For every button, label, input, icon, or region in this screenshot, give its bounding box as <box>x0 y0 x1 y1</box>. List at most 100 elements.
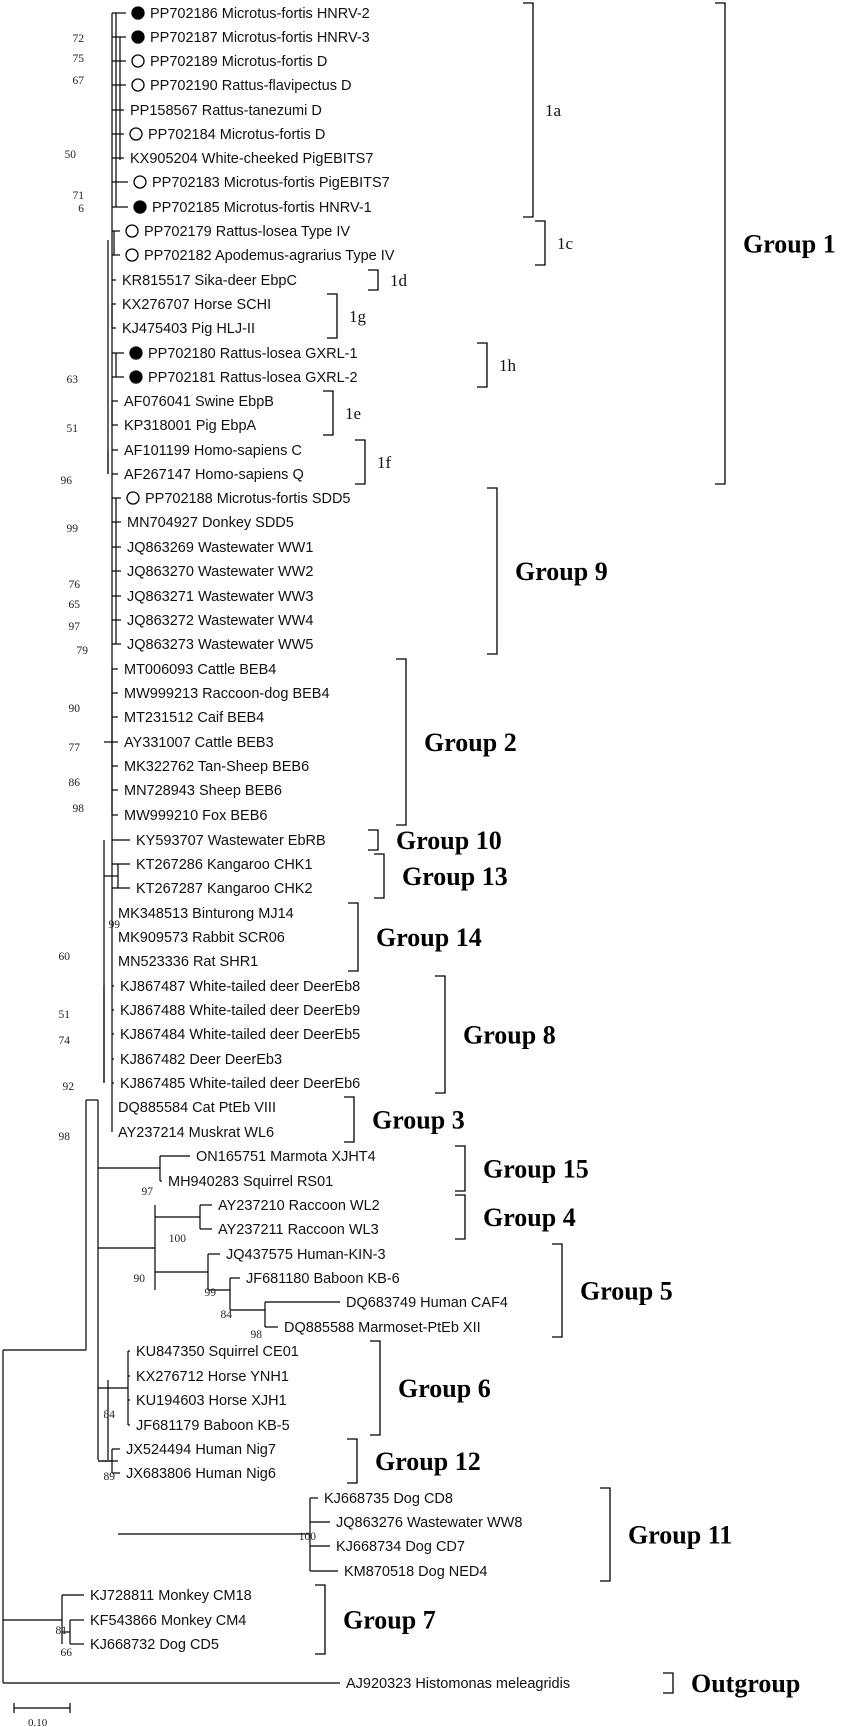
subclade-bracket <box>327 293 338 339</box>
leaf-label: JQ863270 Wastewater WW2 <box>127 564 313 580</box>
group-bracket <box>663 1672 674 1694</box>
leaf-label: KR815517 Sika-deer EbpC <box>122 273 297 289</box>
bootstrap-value: 76 <box>69 579 81 591</box>
bootstrap-value: 96 <box>61 475 73 487</box>
leaf-label: PP702184 Microtus-fortis D <box>148 127 325 143</box>
bootstrap-value: 51 <box>59 1009 71 1021</box>
leaf-label: KX905204 White-cheeked PigEBITS7 <box>130 151 373 167</box>
group-label: Group 2 <box>424 728 517 757</box>
bootstrap-value: 74 <box>59 1035 71 1047</box>
leaf-label: JQ863273 Wastewater WW5 <box>127 637 313 653</box>
leaf-label: PP702188 Microtus-fortis SDD5 <box>145 491 351 507</box>
bootstrap-value: 66 <box>61 1647 73 1659</box>
leaf-label: KF543866 Monkey CM4 <box>90 1613 246 1629</box>
subclade-label: 1d <box>390 271 408 290</box>
leaf-label: MT006093 Cattle BEB4 <box>124 662 276 678</box>
leaf-label: KJ668734 Dog CD7 <box>336 1539 465 1555</box>
bootstrap-value: 71 <box>73 190 85 202</box>
group-bracket <box>552 1243 563 1338</box>
bootstrap-values: 7275675071663519699766597799077869899605… <box>56 33 317 1659</box>
bootstrap-value: 89 <box>104 1471 116 1483</box>
bootstrap-value: 67 <box>73 75 85 87</box>
leaf-label: JQ863276 Wastewater WW8 <box>336 1515 522 1531</box>
group-bracket <box>315 1584 326 1655</box>
leaf-label: KU847350 Squirrel CE01 <box>136 1344 299 1360</box>
tree-branches <box>2 12 340 1684</box>
bootstrap-value: 81 <box>56 1625 68 1637</box>
leaf-label: PP158567 Rattus-tanezumi D <box>130 103 322 119</box>
subclade-bracket <box>368 269 379 291</box>
bootstrap-value: 65 <box>69 599 81 611</box>
subclade-label: 1c <box>557 234 574 253</box>
open-circle-marker <box>131 54 145 68</box>
bootstrap-value: 99 <box>67 523 79 535</box>
leaf-label: PP702185 Microtus-fortis HNRV-1 <box>152 200 372 216</box>
leaf-label: JX683806 Human Nig6 <box>126 1466 276 1482</box>
leaf-label: KJ867487 White-tailed deer DeerEb8 <box>120 979 360 995</box>
leaf-label: MK909573 Rabbit SCR06 <box>118 930 285 946</box>
leaf-label: JQ863271 Wastewater WW3 <box>127 589 313 605</box>
leaf-label: KM870518 Dog NED4 <box>344 1564 487 1580</box>
leaf-label: MN523336 Rat SHR1 <box>118 954 258 970</box>
open-circle-marker <box>133 175 147 189</box>
leaf-label: JX524494 Human Nig7 <box>126 1442 276 1458</box>
leaf-label: KX276712 Horse YNH1 <box>136 1369 289 1385</box>
group-bracket <box>435 975 446 1094</box>
open-circle-marker <box>125 224 139 238</box>
subclade-bracket <box>523 2 534 218</box>
bootstrap-value: 84 <box>104 1409 116 1421</box>
group-bracket <box>396 658 407 826</box>
leaf-label: AY237210 Raccoon WL2 <box>218 1198 380 1214</box>
leaf-label: KJ668732 Dog CD5 <box>90 1637 219 1653</box>
subclade-label: 1a <box>545 101 562 120</box>
leaf-label: JQ437575 Human-KIN-3 <box>226 1247 386 1263</box>
open-circle-marker <box>131 78 145 92</box>
leaf-label: ON165751 Marmota XJHT4 <box>196 1149 376 1165</box>
leaf-label: MH940283 Squirrel RS01 <box>168 1174 333 1190</box>
group-bracket <box>600 1487 611 1582</box>
leaf-label: DQ683749 Human CAF4 <box>346 1295 508 1311</box>
group-label: Group 5 <box>580 1277 673 1306</box>
group-label: Group 1 <box>743 230 836 259</box>
group-bracket <box>487 487 498 655</box>
group-bracket <box>374 853 385 899</box>
group-label: Group 12 <box>375 1447 481 1476</box>
leaf-label: PP702181 Rattus-losea GXRL-2 <box>148 370 358 386</box>
leaf-label: AF101199 Homo-sapiens C <box>124 443 302 459</box>
leaf-label: AF076041 Swine EbpB <box>124 394 274 410</box>
bootstrap-value: 84 <box>221 1309 233 1321</box>
leaf-label: KJ867484 White-tailed deer DeerEb5 <box>120 1027 360 1043</box>
leaf-label: KX276707 Horse SCHI <box>122 297 271 313</box>
group-label: Outgroup <box>691 1669 800 1698</box>
group-label: Group 13 <box>402 862 508 891</box>
leaf-label: PP702183 Microtus-fortis PigEBITS7 <box>152 175 390 191</box>
leaf-label: MW999210 Fox BEB6 <box>124 808 267 824</box>
bootstrap-value: 100 <box>299 1531 317 1543</box>
bootstrap-value: 72 <box>73 33 85 45</box>
leaf-label: AY331007 Cattle BEB3 <box>124 735 274 751</box>
bootstrap-value: 99 <box>205 1287 217 1299</box>
leaf-label: PP702189 Microtus-fortis D <box>150 54 327 70</box>
group-bracket <box>455 1194 466 1240</box>
leaf-label: KY593707 Wastewater EbRB <box>136 833 326 849</box>
filled-circle-marker <box>129 346 143 360</box>
leaf-label: MT231512 Caif BEB4 <box>124 710 264 726</box>
leaf-label: PP702182 Apodemus-agrarius Type IV <box>144 248 395 264</box>
leaf-label: MK322762 Tan-Sheep BEB6 <box>124 759 309 775</box>
bootstrap-value: 100 <box>169 1233 187 1245</box>
subclade-bracket <box>477 342 488 388</box>
leaf-labels: PP702186 Microtus-fortis HNRV-2PP702187 … <box>90 6 570 1692</box>
group-bracket <box>368 829 379 851</box>
group-bracket <box>455 1145 466 1192</box>
leaf-label: MN704927 Donkey SDD5 <box>127 515 294 531</box>
group-bracket <box>715 2 726 485</box>
leaf-label: PP702180 Rattus-losea GXRL-1 <box>148 346 358 362</box>
bootstrap-value: 98 <box>73 803 85 815</box>
leaf-label: DQ885584 Cat PtEb VIII <box>118 1100 276 1116</box>
leaf-label: JF681179 Baboon KB-5 <box>136 1418 290 1434</box>
bootstrap-value: 6 <box>78 203 84 215</box>
subclade-bracket <box>323 390 334 436</box>
bootstrap-value: 97 <box>142 1186 154 1198</box>
leaf-label: JQ863269 Wastewater WW1 <box>127 540 313 556</box>
